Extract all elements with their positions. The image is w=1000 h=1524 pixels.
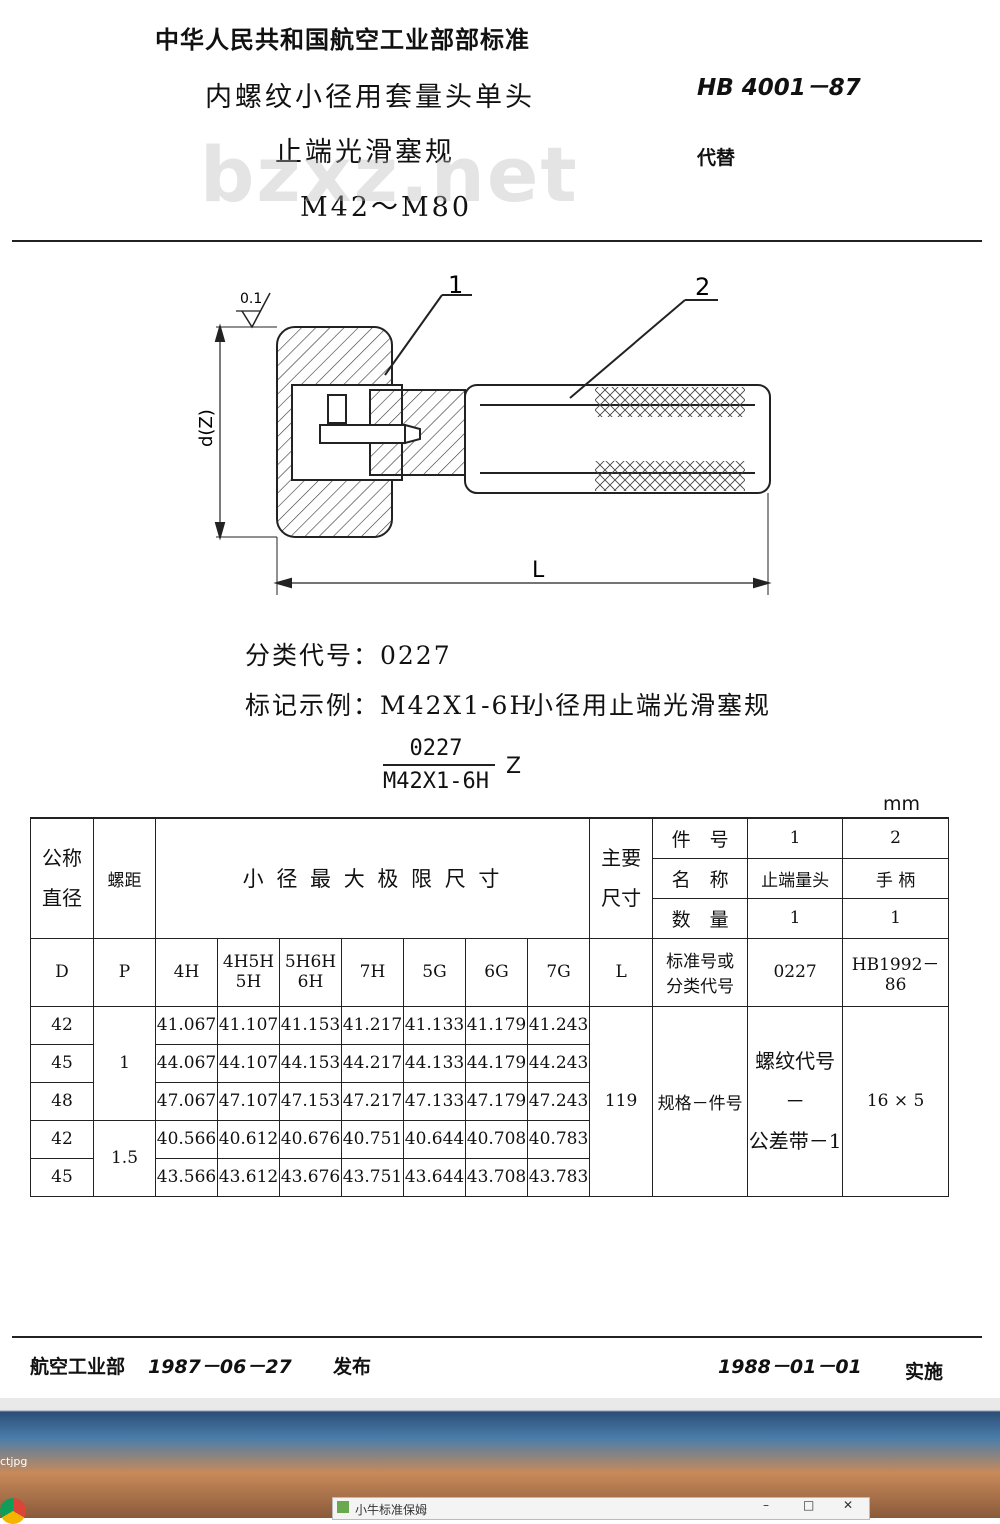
- header-main-dimension: 主要尺寸: [589, 817, 654, 939]
- marking-description: 小径用止端光滑塞规: [528, 691, 772, 720]
- gauge-drawing: 1 2 0.1 d(Z) L: [196, 271, 772, 595]
- part1-name: 止端量头: [747, 857, 844, 899]
- app-icon: [337, 1501, 349, 1513]
- symbol-D: D: [30, 937, 94, 1007]
- part-label-2: 2: [695, 273, 710, 301]
- part1-spec: 螺纹代号－公差带－1: [747, 1005, 844, 1197]
- part2-qty: 1: [842, 897, 950, 939]
- pitch-1: 1: [93, 1005, 156, 1121]
- symbol-L: L: [589, 937, 654, 1007]
- marking-example: 标记示例：M42X1-6H: [245, 691, 534, 720]
- taskbar-window[interactable]: 小牛标准保姆 – □ ✕: [332, 1497, 870, 1520]
- replaces-label: 代替: [697, 147, 736, 169]
- header-nominal-diameter: 公称直径: [30, 817, 94, 939]
- roughness-value: 0.1: [240, 291, 262, 307]
- part-label-1: 1: [448, 271, 463, 299]
- part2-std: HB1992－86: [842, 937, 950, 1007]
- footer-rule: [12, 1336, 982, 1338]
- dim-d-label: d(Z): [196, 409, 217, 447]
- fraction-denominator: M42X1-6H: [383, 769, 489, 794]
- col-7G: 7G: [526, 937, 591, 1007]
- part2-spec: 16 × 5: [842, 1005, 950, 1197]
- col-5G: 5G: [403, 937, 466, 1007]
- desktop-file-label[interactable]: ctjpg: [0, 1455, 28, 1468]
- standard-name-line3: M42～M80: [300, 192, 473, 223]
- col-4H: 4H: [155, 937, 218, 1007]
- issuer: 航空工业部: [30, 1356, 126, 1378]
- fraction-bar: [383, 764, 495, 766]
- chrome-icon[interactable]: [0, 1498, 26, 1524]
- header-std-code: 标准号或分类代号: [652, 937, 749, 1007]
- standard-number: HB 4001－87: [697, 75, 861, 101]
- spec-table: 公称直径 螺距 小 径 最 大 极 限 尺 寸 主要尺寸 件 号 1 2 名 称…: [30, 817, 950, 1197]
- col-7H: 7H: [341, 937, 404, 1007]
- spec-label: 规格－件号: [652, 1005, 749, 1197]
- header-minor-diameter: 小 径 最 大 极 限 尺 寸: [154, 817, 591, 939]
- symbol-P: P: [93, 937, 156, 1007]
- part1-qty: 1: [747, 897, 844, 939]
- watermark: bzxz.net: [200, 130, 579, 219]
- maximize-icon[interactable]: □: [803, 1498, 815, 1512]
- taskbar-title: 小牛标准保姆: [355, 1503, 428, 1517]
- issued-label: 发布: [333, 1356, 372, 1378]
- part1-std: 0227: [747, 937, 844, 1007]
- fraction-suffix: Z: [506, 754, 522, 779]
- header-quantity: 数 量: [652, 897, 749, 939]
- part1-no: 1: [747, 817, 844, 859]
- unit-label: mm: [883, 793, 921, 815]
- col-6G: 6G: [465, 937, 528, 1007]
- L-value: 119: [589, 1005, 654, 1197]
- pitch-1-5: 1.5: [93, 1119, 156, 1197]
- header-pitch: 螺距: [93, 817, 156, 939]
- part2-no: 2: [842, 817, 950, 859]
- implementation-date: 1988－01－01: [718, 1356, 862, 1378]
- org-title: 中华人民共和国航空工业部部标准: [155, 26, 530, 54]
- header-rule: [12, 240, 982, 242]
- dim-L-label: L: [532, 558, 545, 583]
- implemented-label: 实施: [905, 1361, 944, 1383]
- standard-name-line1: 内螺纹小径用套量头单头: [205, 82, 535, 113]
- close-icon[interactable]: ✕: [843, 1498, 854, 1512]
- part2-name: 手 柄: [842, 857, 950, 899]
- standard-name-line2: 止端光滑塞规: [275, 137, 455, 168]
- issue-date: 1987－06－27: [148, 1356, 292, 1378]
- minimize-icon[interactable]: –: [763, 1498, 769, 1512]
- class-code: 分类代号：0227: [245, 641, 452, 670]
- header-part-no: 件 号: [652, 817, 749, 859]
- fraction-numerator: 0227: [409, 736, 463, 761]
- header-name: 名 称: [652, 857, 749, 899]
